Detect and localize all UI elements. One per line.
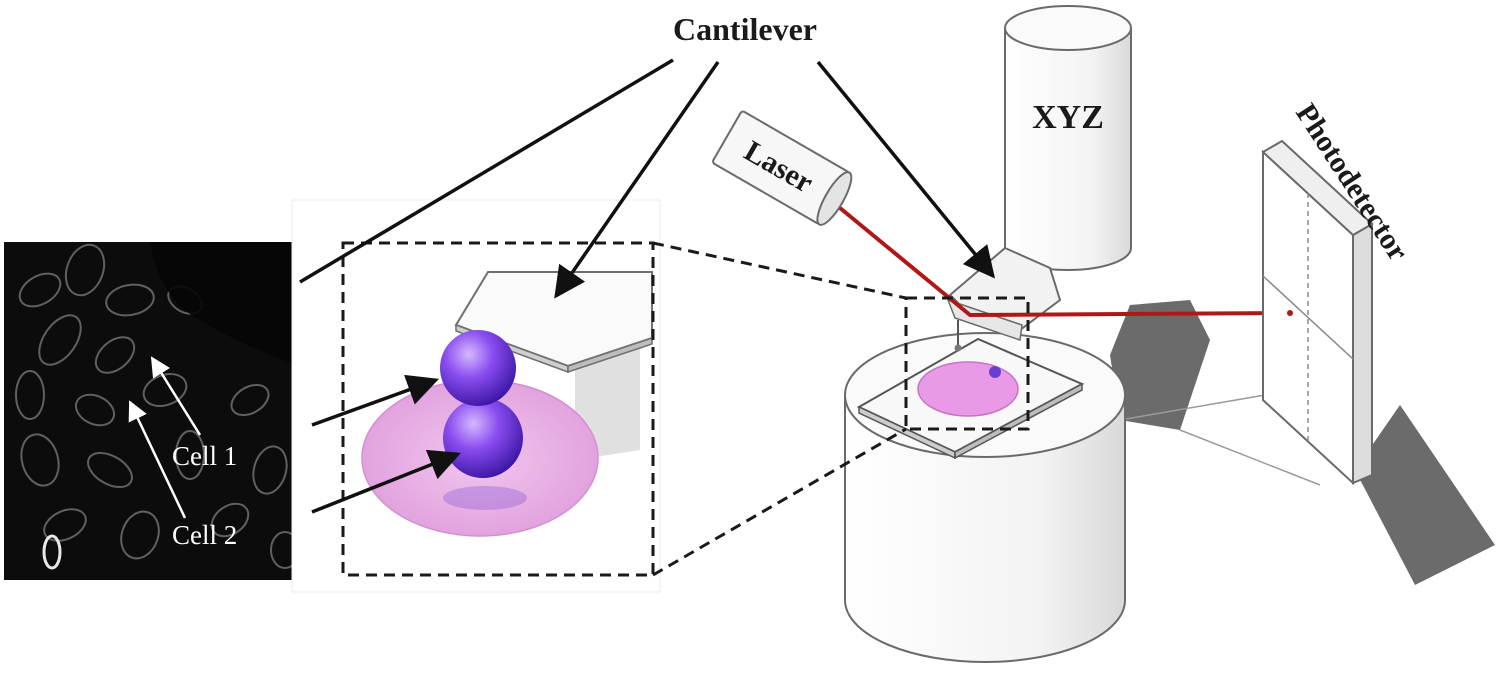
shadow-right [1355, 405, 1495, 585]
cell1-label: Cell 1 [172, 441, 237, 471]
cell-1 [440, 330, 516, 406]
cell2-pointer [128, 400, 187, 519]
cell-2 [443, 398, 523, 478]
cell-outlines [15, 243, 300, 569]
laser-source: Laser [712, 110, 853, 226]
shadow-left [1110, 300, 1210, 430]
zoom-line-bottom [652, 427, 907, 577]
afm-instrument: XYZ Laser Photodetector [712, 5, 1495, 663]
stage-cylinder [844, 394, 1126, 663]
xyz-label: XYZ [1032, 99, 1104, 136]
sample-dish [917, 361, 1019, 417]
cantilever-label: Cantilever [673, 11, 817, 47]
zoom-region [904, 296, 1030, 431]
cantilever-callout: Cantilever [299, 11, 995, 299]
zoom-line-top [652, 241, 907, 300]
cell1-pointer [150, 356, 202, 436]
laser-beam [838, 206, 1291, 317]
cantilever-arrow-instrument [816, 60, 995, 279]
cantilever-arrow-inset [554, 61, 720, 299]
magnified-inset [291, 199, 661, 593]
bright-cell [42, 534, 62, 570]
xyz-scanner [1004, 28, 1132, 271]
cell2-arrow [311, 449, 461, 514]
micrograph-panel: Cell 1 Cell 2 [4, 242, 310, 580]
cell2-label: Cell 2 [172, 520, 237, 550]
cell1-arrow [311, 374, 439, 427]
cantilever-line-micrograph [299, 58, 674, 284]
inset-frame [341, 241, 655, 577]
